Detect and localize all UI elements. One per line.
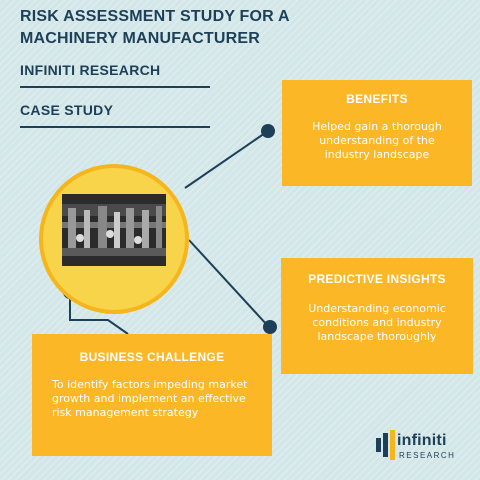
document-type: CASE STUDY	[20, 102, 114, 118]
challenge-heading: BUSINESS CHALLENGE	[79, 350, 225, 364]
challenge-card: BUSINESS CHALLENGE To identify factors i…	[32, 334, 272, 456]
connector-benefits	[184, 130, 269, 189]
node-dot-predictive	[263, 320, 277, 334]
logo-name: infiniti	[397, 432, 447, 449]
divider	[20, 86, 210, 88]
logo-bars-icon	[376, 430, 395, 460]
page-title: RISK ASSESSMENT STUDY FOR A MACHINERY MA…	[20, 8, 290, 47]
benefits-text: Helped gain a thorough understanding of …	[312, 120, 442, 161]
benefits-card: BENEFITS Helped gain a thorough understa…	[282, 80, 472, 186]
connector-challenge	[69, 294, 129, 335]
challenge-text: To identify factors impeding market grow…	[52, 378, 248, 419]
predictive-heading: PREDICTIVE INSIGHTS	[308, 272, 446, 286]
company-name: INFINITI RESEARCH	[20, 62, 161, 78]
predictive-text: Understanding economic conditions and in…	[308, 302, 446, 343]
logo-subtitle: RESEARCH	[399, 451, 456, 460]
divider	[20, 126, 210, 128]
benefits-heading: BENEFITS	[346, 92, 408, 106]
machinery-photo	[62, 194, 166, 266]
connector-predictive	[188, 239, 269, 327]
node-dot-benefits	[261, 124, 275, 138]
predictive-card: PREDICTIVE INSIGHTS Understanding econom…	[281, 258, 473, 374]
